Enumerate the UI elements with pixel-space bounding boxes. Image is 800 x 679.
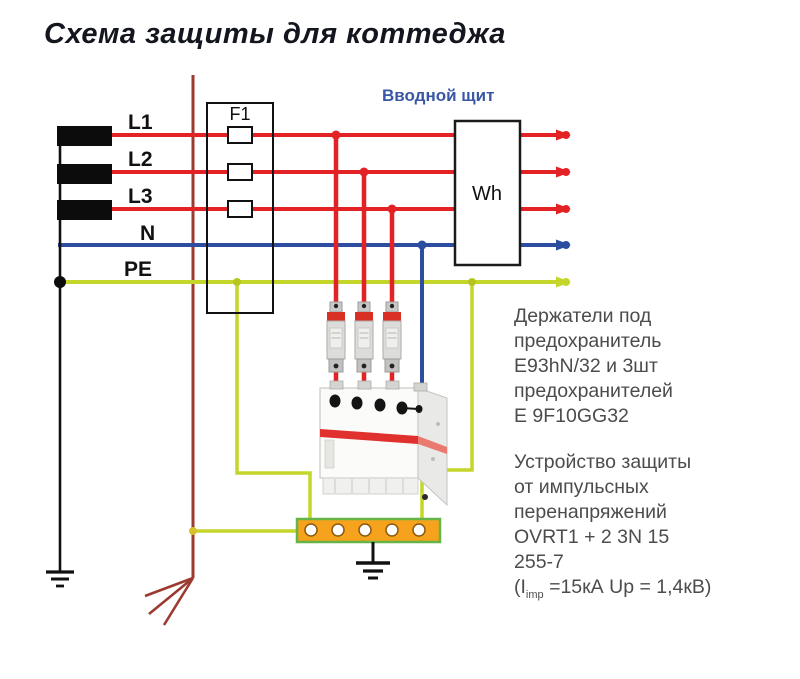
spd-left-latch — [324, 439, 335, 469]
pe-cable-junction — [189, 527, 197, 535]
note-line: E 9F10GG32 — [514, 405, 629, 427]
conductor-labels: L1 L2 L3 N PE — [124, 111, 155, 281]
page-title: Схема защиты для коттеджа — [44, 18, 506, 50]
spd-side-detail2 — [436, 422, 440, 426]
label-n: N — [140, 222, 155, 245]
fuse-block-label: F1 — [229, 104, 250, 124]
spd-tab-1 — [329, 380, 344, 390]
busbar-hole-4 — [385, 523, 399, 537]
note-fuse-holders: Держатели под предохранитель E93hN/32 и … — [514, 304, 799, 429]
note-line: 255-7 — [514, 551, 564, 573]
holder2-red-band — [355, 312, 373, 321]
pe-junction-left — [233, 278, 241, 286]
source-bar-l1 — [57, 126, 112, 146]
formula-pre: (I — [514, 576, 526, 598]
pe-junction-right — [468, 278, 476, 286]
spd-red-stripe — [320, 429, 418, 444]
formula-post: =15кА Up = 1,4кВ) — [543, 576, 712, 598]
spd-tab-4 — [413, 382, 428, 392]
meter-label: Wh — [472, 183, 502, 205]
note-line: перенапряжений — [514, 501, 667, 523]
busbar-hole-3 — [358, 523, 372, 537]
spd-terminal-5 — [415, 405, 423, 413]
label-l3: L3 — [128, 185, 153, 208]
supply-fan-2 — [148, 576, 194, 616]
fuse-holder-1 — [326, 301, 346, 373]
fuse-l1 — [227, 126, 253, 144]
fuse-holder-3 — [382, 301, 402, 373]
supply-cable — [144, 75, 195, 626]
spd-tab-3 — [385, 380, 400, 390]
holder3-red-band — [383, 312, 401, 321]
panel-title: Вводной щит — [382, 86, 495, 105]
label-pe: PE — [124, 258, 152, 281]
pe-source-junction — [54, 276, 66, 288]
holder3-top-screw — [389, 303, 395, 309]
supply-fan-1 — [144, 576, 194, 598]
spd-tab-2 — [357, 380, 372, 390]
l1-tap-junction — [331, 130, 341, 140]
spd-bottom-screw — [422, 494, 428, 500]
holder2-top-screw — [361, 303, 367, 309]
label-l1: L1 — [128, 111, 153, 134]
meter-outline — [453, 119, 522, 267]
holder2-bottom-screw — [361, 363, 367, 369]
supply-fan-3 — [162, 577, 195, 626]
busbar-hole-1 — [304, 523, 318, 537]
l1-arrow-tip — [562, 131, 570, 139]
note-line: предохранителей — [514, 380, 673, 402]
spd-red-stripe-side — [418, 436, 447, 454]
pe-arrow-tip — [562, 278, 570, 286]
l2-tap-junction — [359, 167, 369, 177]
spd-terminal-link — [401, 407, 419, 410]
pe-drop-left — [235, 282, 312, 521]
energy-meter: Wh — [453, 119, 522, 267]
note-line: OVRT1 + 2 3N 15 — [514, 526, 670, 548]
busbar-hole-2 — [331, 523, 345, 537]
fuse-holder-2 — [354, 301, 374, 373]
fuse-holders — [326, 301, 402, 373]
note-formula: (Iimp =15кА Up = 1,4кВ) — [514, 575, 799, 608]
note-line: E93hN/32 и 3шт — [514, 355, 658, 377]
l3-tap-junction — [387, 204, 397, 214]
ground-busbar — [295, 517, 442, 580]
note-line: от импульсных — [514, 476, 649, 498]
source-bar-l3 — [57, 200, 112, 220]
busbar-hole-5 — [412, 523, 426, 537]
l2-arrow-tip — [562, 168, 570, 176]
holder1-top-screw — [333, 303, 339, 309]
holder1-bottom-screw — [333, 363, 339, 369]
note-line: Устройство защиты — [514, 451, 692, 473]
supply-source — [46, 126, 112, 588]
spd-side-detail1 — [431, 457, 435, 461]
fuse-l2 — [227, 163, 253, 181]
neutral-junction — [417, 240, 427, 250]
fuse-l3 — [227, 200, 253, 218]
formula-sub: imp — [525, 588, 544, 601]
note-spd: Устройство защиты от импульсных перенапр… — [514, 450, 799, 608]
spd-terminal-1 — [329, 394, 341, 408]
spd-terminal-3 — [374, 398, 386, 412]
holder1-red-band — [327, 312, 345, 321]
pe-wiring — [58, 276, 571, 535]
holder3-bottom-screw — [389, 363, 395, 369]
l3-arrow-tip — [562, 205, 570, 213]
label-l2: L2 — [128, 148, 153, 171]
neutral-arrow-tip — [562, 241, 570, 249]
spd-terminal-2 — [351, 396, 363, 410]
note-line: предохранитель — [514, 330, 662, 352]
source-bar-l2 — [57, 164, 112, 184]
note-line: Держатели под — [514, 305, 652, 327]
fuse-block-f1: F1 — [206, 102, 274, 314]
fuse-block-outline — [206, 102, 274, 314]
spd-din-rail — [322, 477, 419, 495]
spd-device — [319, 380, 448, 507]
